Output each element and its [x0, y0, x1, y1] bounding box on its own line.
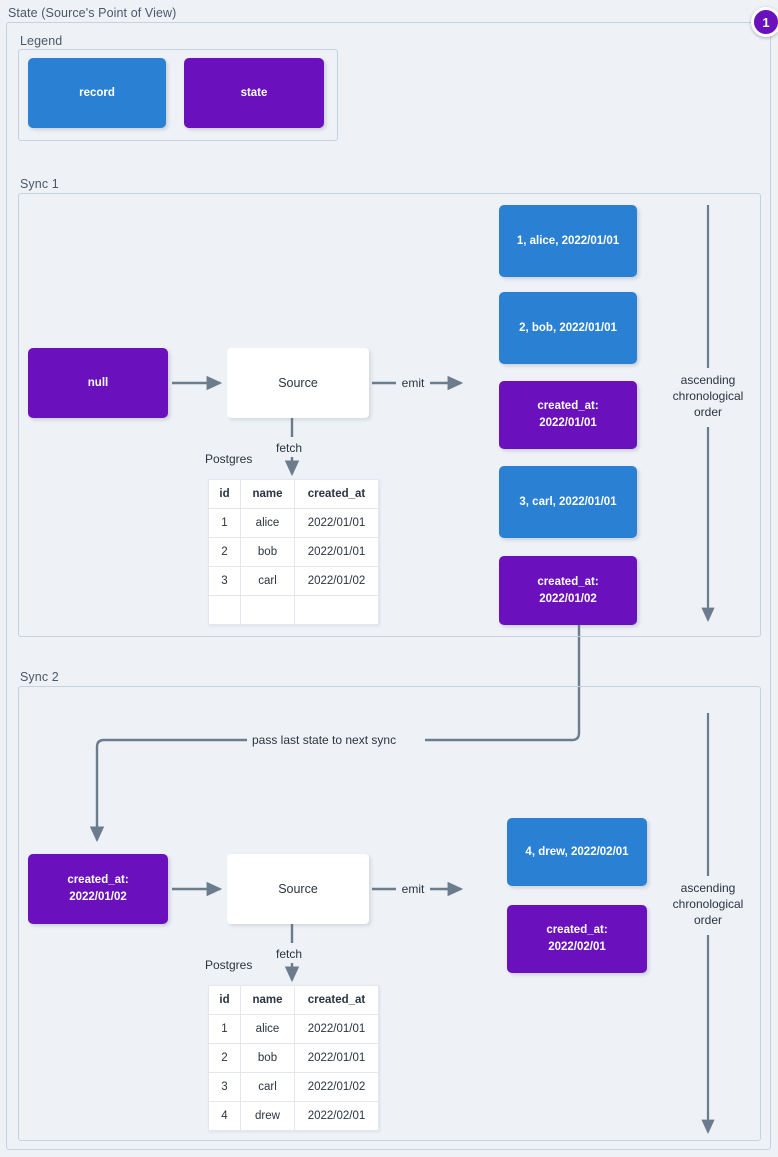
sync-2-input-state: created_at: 2022/01/02 [28, 854, 168, 924]
sync-1-db-table: id name created_at 1 alice 2022/01/01 2 … [208, 479, 379, 625]
sync-2-emit-label: emit [401, 882, 425, 896]
sync-1-label: Sync 1 [20, 177, 59, 191]
sync-2-input-state-text: created_at: 2022/01/02 [67, 874, 129, 903]
cell-created-at [294, 595, 379, 625]
diagram-title: State (Source's Point of View) [8, 6, 177, 20]
sync-1-frame [18, 193, 761, 637]
sync-1-fetch-label: fetch [276, 441, 303, 455]
table-row [208, 595, 379, 625]
table-row: 1 alice 2022/01/01 [208, 1014, 379, 1044]
legend-swatch-state: state [184, 58, 324, 128]
sync-1-stream-item-0: 1, alice, 2022/01/01 [499, 205, 637, 277]
cell-created-at: 2022/02/01 [294, 1101, 379, 1131]
legend-label-state: state [240, 86, 268, 99]
sync-1-source-node: Source [227, 348, 369, 418]
sync-2-source-label: Source [278, 881, 318, 896]
col-id: id [208, 985, 241, 1015]
cell-id: 3 [208, 566, 241, 596]
col-name: name [240, 985, 295, 1015]
table-row: 4 drew 2022/02/01 [208, 1101, 379, 1131]
sync-2-stream-item-1: created_at: 2022/02/01 [507, 905, 647, 973]
cell-name: carl [240, 566, 295, 596]
cell-id: 4 [208, 1101, 241, 1131]
step-badge-number: 1 [762, 14, 770, 30]
pass-state-label: pass last state to next sync [252, 733, 397, 747]
cell-created-at: 2022/01/02 [294, 1072, 379, 1102]
sync-1-stream-item-2: created_at: 2022/01/01 [499, 381, 637, 449]
col-created-at: created_at [294, 479, 379, 509]
col-id: id [208, 479, 241, 509]
cell-created-at: 2022/01/01 [294, 1043, 379, 1073]
cell-id: 1 [208, 1014, 241, 1044]
table-row: 3 carl 2022/01/02 [208, 1072, 379, 1102]
cell-id: 3 [208, 1072, 241, 1102]
sync-2-fetch-label: fetch [276, 947, 303, 961]
table-header-row: id name created_at [208, 479, 379, 509]
cell-name: alice [240, 1014, 295, 1044]
cell-created-at: 2022/01/01 [294, 537, 379, 567]
sync-1-input-state: null [28, 348, 168, 418]
sync-1-order-note: ascending chronological order [672, 373, 744, 419]
cell-name: bob [240, 537, 295, 567]
table-row: 1 alice 2022/01/01 [208, 508, 379, 538]
cell-name: carl [240, 1072, 295, 1102]
legend-label-record: record [79, 86, 115, 99]
legend-swatch-record: record [28, 58, 166, 128]
stream-item-text: created_at: 2022/01/02 [537, 575, 599, 605]
sync-2-db-label: Postgres [205, 958, 253, 972]
cell-created-at: 2022/01/01 [294, 1014, 379, 1044]
stream-item-text: created_at: 2022/02/01 [546, 924, 608, 953]
sync-1-stream-item-1: 2, bob, 2022/01/01 [499, 292, 637, 364]
sync-1-stream-item-4: created_at: 2022/01/02 [499, 556, 637, 625]
stream-item-text: created_at: 2022/01/01 [537, 400, 599, 429]
stream-item-text: 4, drew, 2022/02/01 [525, 845, 629, 858]
outer-frame [6, 22, 771, 1150]
sync-2-source-node: Source [227, 854, 369, 924]
sync-2-stream-item-0: 4, drew, 2022/02/01 [507, 818, 647, 886]
cell-created-at: 2022/01/02 [294, 566, 379, 596]
cell-id [208, 595, 241, 625]
sync-1-emit-label: emit [401, 376, 425, 390]
cell-name [240, 595, 295, 625]
cell-name: alice [240, 508, 295, 538]
legend-frame [18, 49, 338, 141]
stream-item-text: 2, bob, 2022/01/01 [519, 321, 617, 334]
cell-id: 2 [208, 537, 241, 567]
col-name: name [240, 479, 295, 509]
table-row: 2 bob 2022/01/01 [208, 1043, 379, 1073]
table-header-row: id name created_at [208, 985, 379, 1015]
sync-2-frame [18, 686, 761, 1141]
stream-item-text: 3, carl, 2022/01/01 [519, 495, 617, 508]
sync-1-source-label: Source [278, 375, 318, 390]
sync-2-label: Sync 2 [20, 670, 59, 684]
table-row: 2 bob 2022/01/01 [208, 537, 379, 567]
cell-id: 2 [208, 1043, 241, 1073]
sync-1-stream-item-3: 3, carl, 2022/01/01 [499, 466, 637, 538]
sync-2-order-note: ascending chronological order [672, 881, 744, 927]
table-row: 3 carl 2022/01/02 [208, 566, 379, 596]
cell-name: bob [240, 1043, 295, 1073]
stream-item-text: 1, alice, 2022/01/01 [516, 234, 620, 247]
cell-created-at: 2022/01/01 [294, 508, 379, 538]
step-badge[interactable]: 1 [751, 7, 778, 37]
sync-1-input-state-text: null [87, 376, 109, 389]
legend-label: Legend [20, 34, 63, 48]
sync-1-db-label: Postgres [205, 452, 253, 466]
sync-2-db-table: id name created_at 1 alice 2022/01/01 2 … [208, 985, 379, 1131]
cell-id: 1 [208, 508, 241, 538]
col-created-at: created_at [294, 985, 379, 1015]
cell-name: drew [240, 1101, 295, 1131]
